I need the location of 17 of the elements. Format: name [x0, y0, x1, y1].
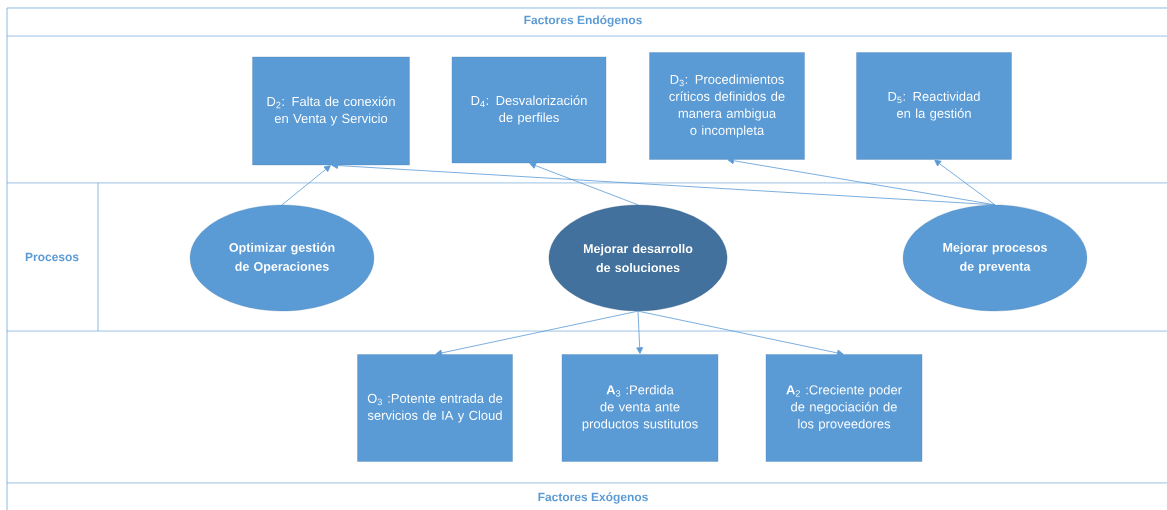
- arrow: [529, 162, 639, 206]
- lane-label: Factores Endógenos: [524, 15, 642, 27]
- arrow: [435, 310, 639, 357]
- text-box: D$_{5}$: Reactividad en la gestión: [856, 52, 1012, 160]
- arrow: [281, 165, 331, 206]
- arrow: [934, 159, 996, 206]
- text-box: O$_{3}$ :Potente entrada de servicios de IA y Cloud: [357, 354, 513, 462]
- text-box: D$_{4}$: Desvalorización de perfiles: [451, 56, 607, 164]
- text-box: A$_{3}$ :Perdida de venta ante productos sustitutos: [561, 354, 719, 462]
- arrow: [636, 310, 644, 354]
- lane-label: Factores Exógenos: [538, 492, 648, 504]
- lane-label: Procesos: [25, 252, 79, 262]
- text-box: D$_{2}$: Falta de conexión en Venta y Servicio: [252, 56, 410, 166]
- arrow: [727, 157, 996, 206]
- text-box: A$_{2}$ :Creciente poder de negociación de los proveedores: [765, 354, 923, 462]
- arrow: [637, 310, 844, 357]
- text-box: D$_{3}$: Procedimientos críticos definidos de manera ambigua o incompleta: [649, 52, 805, 160]
